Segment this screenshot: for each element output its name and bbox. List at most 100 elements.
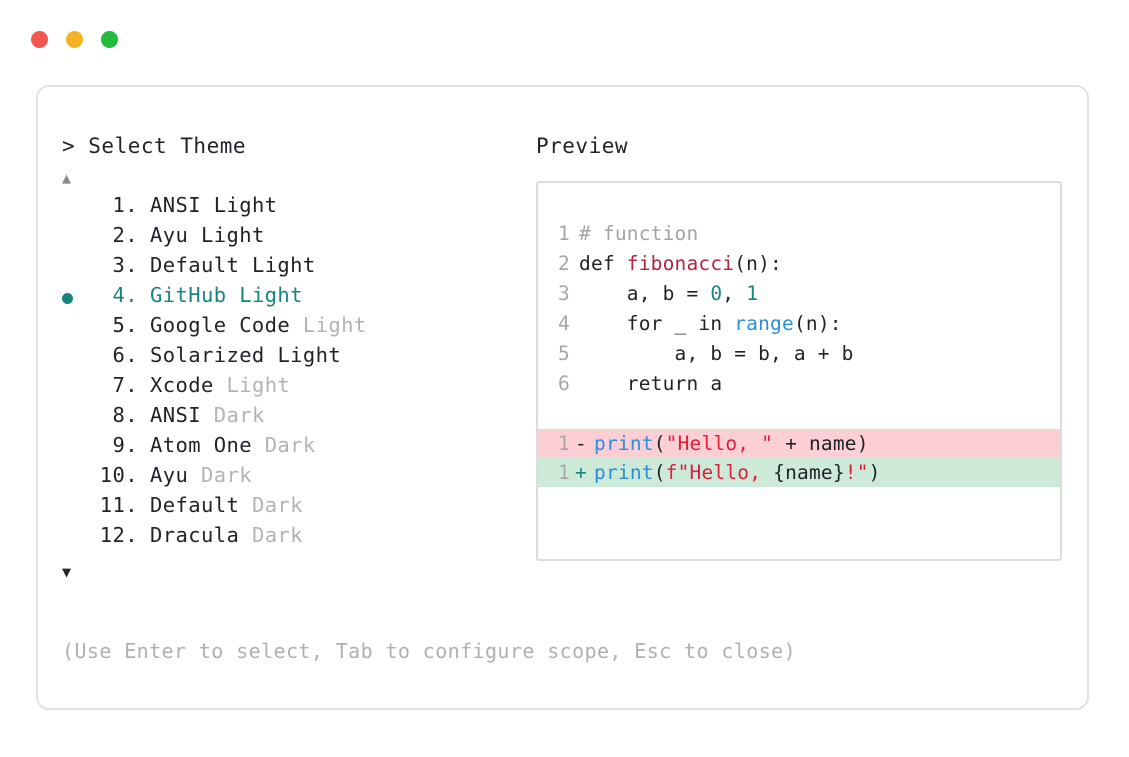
theme-item-number: 9. [99, 433, 138, 457]
code-token: range [734, 312, 794, 335]
theme-item-variant: Light [226, 373, 291, 397]
theme-list: 1.ANSI Light 2.Ayu Light 3.Default Light… [62, 193, 532, 553]
theme-item-variant: Light [302, 313, 367, 337]
maximize-button[interactable] [101, 31, 118, 48]
theme-list-item[interactable]: 9.Atom One Dark [62, 433, 532, 463]
scroll-up-icon[interactable]: ▲ [62, 169, 72, 187]
theme-item-title: Solarized [150, 343, 265, 367]
code-token: (n): [793, 312, 842, 335]
code-line: 3 a, b = 0, 1 [538, 279, 1060, 309]
theme-list-item[interactable]: 11.Default Dark [62, 493, 532, 523]
code-token: "Hello, " [665, 432, 774, 455]
code-line-text: a, b = 0, 1 [570, 279, 758, 309]
theme-item-name: Solarized Light [138, 343, 341, 367]
theme-list-item[interactable]: 2.Ayu Light [62, 223, 532, 253]
diff-line-text: print(f"Hello, {name}!") [592, 458, 881, 488]
theme-list-item[interactable]: 5.Google Code Light [62, 313, 532, 343]
selection-indicator [62, 373, 92, 403]
theme-item-number: 6. [99, 343, 138, 367]
code-line: 4 for _ in range(n): [538, 309, 1060, 339]
line-number: 1 [558, 461, 570, 484]
code-token: 0 [710, 282, 723, 305]
theme-item-name: Google Code Light [138, 313, 367, 337]
code-token: !" [844, 461, 869, 484]
theme-item-variant: Dark [251, 523, 303, 547]
theme-list-item[interactable]: 7.Xcode Light [62, 373, 532, 403]
selection-indicator [62, 193, 92, 223]
scroll-down-icon[interactable]: ▼ [62, 563, 72, 581]
diff-added-line: 1+print(f"Hello, {name}!") [538, 458, 1060, 487]
line-number: 4 [558, 312, 570, 335]
theme-item-number: 11. [99, 493, 138, 517]
code-line-text: a, b = b, a + b [570, 339, 854, 369]
theme-item-variant: Light [277, 343, 342, 367]
theme-item-title: Ayu [150, 223, 189, 247]
theme-item-title: Dracula [150, 523, 240, 547]
window-traffic-lights [31, 31, 118, 48]
theme-item-number: 1. [99, 193, 138, 217]
code-token: print [594, 461, 654, 484]
theme-item-number: 10. [99, 463, 138, 487]
theme-list-item[interactable]: 1.ANSI Light [62, 193, 532, 223]
code-token: def [579, 252, 627, 275]
theme-item-number: 3. [99, 253, 138, 277]
code-token: ) [868, 461, 881, 484]
code-line-text: return a [570, 369, 722, 399]
selection-indicator [62, 523, 92, 553]
minimize-button[interactable] [66, 31, 83, 48]
theme-item-title: GitHub [150, 283, 227, 307]
selection-indicator [62, 433, 92, 463]
theme-list-item[interactable]: 6.Solarized Light [62, 343, 532, 373]
theme-item-variant: Dark [213, 403, 265, 427]
diff-marker: - [575, 432, 587, 455]
code-line-text: def fibonacci(n): [570, 249, 782, 279]
theme-item-variant: Dark [251, 493, 303, 517]
code-token: 1 [746, 282, 759, 305]
theme-item-name: Atom One Dark [138, 433, 316, 457]
code-token: f"Hello, [665, 461, 774, 484]
selection-indicator [62, 403, 92, 433]
theme-item-title: Default [150, 253, 240, 277]
theme-item-title: Google Code [150, 313, 291, 337]
theme-list-item[interactable]: 3.Default Light [62, 253, 532, 283]
line-number: 3 [558, 282, 570, 305]
diff-line-text: print("Hello, " + name) [592, 429, 869, 459]
theme-item-number: 4. [99, 283, 138, 307]
theme-list-item[interactable]: 12.Dracula Dark [62, 523, 532, 553]
theme-item-name: Dracula Dark [138, 523, 303, 547]
theme-list-item[interactable]: 10.Ayu Dark [62, 463, 532, 493]
selection-indicator [62, 343, 92, 373]
theme-item-title: ANSI [150, 403, 201, 427]
keyboard-hint: (Use Enter to select, Tab to configure s… [62, 639, 797, 663]
theme-item-number: 8. [99, 403, 138, 427]
code-token: # function [579, 222, 699, 245]
theme-list-item[interactable]: 8. ANSI Dark [62, 403, 532, 433]
selected-bullet-icon [62, 292, 73, 304]
code-token: fibonacci [626, 252, 735, 275]
code-token: (n): [734, 252, 782, 275]
theme-list-item[interactable]: 4.GitHub Light [62, 283, 532, 313]
theme-item-title: Xcode [150, 373, 214, 397]
selection-indicator [62, 493, 92, 523]
theme-item-name: GitHub Light [138, 283, 303, 307]
theme-item-title: Ayu [150, 463, 189, 487]
code-token: ( [653, 432, 666, 455]
close-button[interactable] [31, 31, 48, 48]
theme-item-name: Ayu Dark [138, 463, 252, 487]
line-number: 1 [558, 222, 570, 245]
code-token: for _ in [579, 312, 735, 335]
theme-item-title: ANSI [150, 193, 201, 217]
theme-item-variant: Light [213, 193, 278, 217]
theme-item-name: Default Light [138, 253, 316, 277]
theme-item-name: ANSI Light [138, 193, 277, 217]
theme-item-variant: Light [200, 223, 265, 247]
selection-indicator [62, 253, 92, 283]
theme-item-number: 5. [99, 313, 138, 337]
selection-indicator [62, 463, 92, 493]
theme-item-number: 12. [99, 523, 138, 547]
line-number: 1 [558, 432, 570, 455]
selection-indicator [62, 313, 92, 343]
